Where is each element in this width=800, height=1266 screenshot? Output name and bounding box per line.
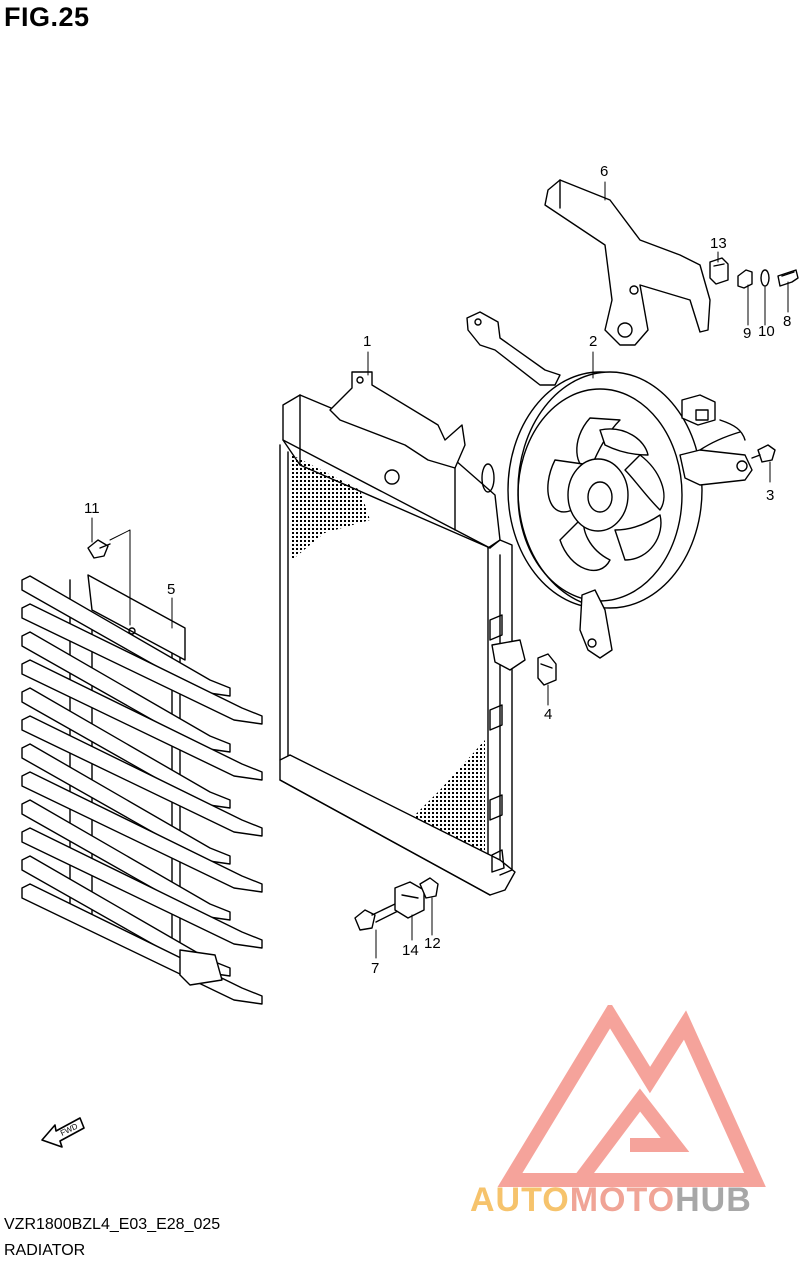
radiator-core[interactable]: [279, 371, 526, 896]
model-code: VZR1800BZL4_E03_E28_025: [4, 1216, 221, 1233]
washer-10[interactable]: [760, 269, 770, 287]
bolt-8[interactable]: [777, 269, 799, 287]
grill-fin: [21, 631, 231, 753]
clip-nut-4[interactable]: [537, 653, 557, 686]
callout-4: 4: [544, 706, 553, 723]
grill-fin: [21, 743, 231, 865]
callout-10: 10: [758, 323, 775, 340]
callout-11: 11: [84, 500, 100, 517]
figure-title: FIG.25: [4, 2, 90, 32]
fwd-arrow-icon: FWD: [41, 1117, 85, 1148]
callout-1: 1: [363, 333, 372, 350]
callout-14: 14: [402, 942, 419, 959]
grill-fin: [21, 715, 263, 837]
grill-fin: [21, 771, 263, 893]
cooling-fan[interactable]: [466, 311, 753, 659]
callout-8: 8: [783, 313, 792, 330]
wordmark-moto: MOTO: [569, 1181, 676, 1219]
wordmark-hub: HUB: [675, 1181, 752, 1219]
callout-12: 12: [424, 935, 441, 952]
grill-fin: [21, 575, 231, 697]
collar-12[interactable]: [419, 877, 439, 899]
automotohub-logo: [497, 1005, 766, 1187]
grill-fin: [21, 799, 231, 921]
grill-fin: [21, 687, 231, 809]
callout-13: 13: [710, 235, 727, 252]
grill-fin: [21, 883, 263, 1005]
callout-3: 3: [766, 487, 775, 504]
callout-5: 5: [167, 581, 176, 598]
bolt-11[interactable]: [87, 539, 111, 559]
fan-cover-bracket[interactable]: [544, 179, 711, 346]
leader-lines: [91, 181, 789, 959]
radiator-grill[interactable]: [21, 574, 263, 1005]
wordmark-auto: AUTO: [470, 1181, 570, 1219]
grill-fin: [21, 827, 263, 949]
callout-6: 6: [600, 163, 609, 180]
automotohub-wordmark: AUTOMOTOHUB: [470, 1181, 752, 1220]
grommet-13[interactable]: [709, 257, 729, 285]
section-name: RADIATOR: [4, 1242, 86, 1259]
callout-2: 2: [589, 333, 598, 350]
callout-9: 9: [743, 325, 752, 342]
cushion-14[interactable]: [394, 881, 425, 919]
bolt-3[interactable]: [751, 444, 776, 463]
grill-fin: [21, 603, 263, 725]
grill-fin: [21, 659, 263, 781]
bolt-7[interactable]: [354, 903, 401, 931]
collar-9[interactable]: [737, 269, 753, 289]
callout-7: 7: [371, 960, 380, 977]
grill-fin: [21, 855, 231, 977]
